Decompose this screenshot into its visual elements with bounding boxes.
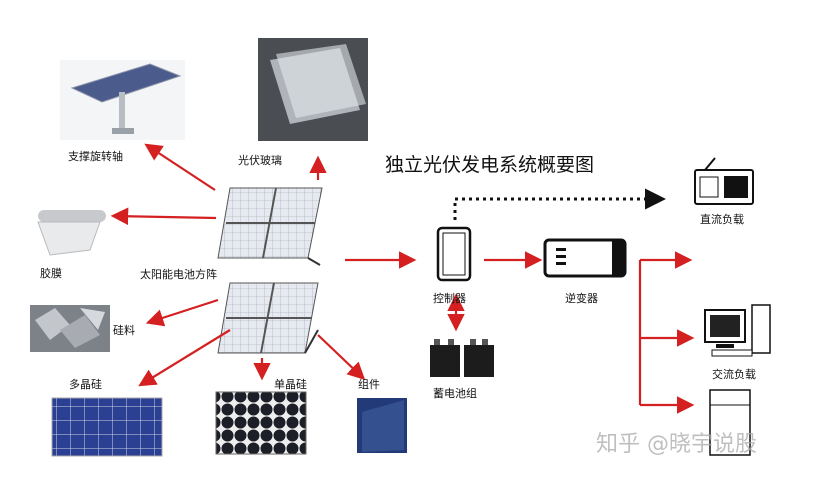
- radio-icon: [694, 157, 754, 205]
- battery-device: [430, 339, 494, 377]
- polysilicon-panel-image: [51, 397, 163, 457]
- label-module: 组件: [358, 378, 380, 391]
- label-dc-load: 直流负载: [700, 213, 744, 226]
- module-image: [357, 398, 407, 453]
- label-film: 胶膜: [40, 267, 62, 280]
- glass-image: [258, 38, 368, 141]
- inverter-device: [543, 238, 627, 278]
- label-battery: 蓄电池组: [433, 387, 477, 400]
- controller-device: [436, 226, 472, 282]
- label-inverter: 逆变器: [565, 292, 598, 305]
- diagram-title: 独立光伏发电系统概要图: [385, 154, 595, 176]
- appliance-icon: [709, 389, 751, 456]
- label-tracker: 支撑旋转轴: [68, 150, 123, 163]
- red-arrows: [110, 143, 695, 414]
- silicon-image: [30, 305, 110, 352]
- label-poly: 多晶硅: [69, 378, 102, 391]
- solar-array-top: [217, 187, 323, 266]
- solar-array-bottom: [217, 282, 319, 354]
- film-image: [30, 208, 110, 258]
- monosilicon-panel-image: [215, 391, 307, 455]
- watermark: 知乎 @晓宇说股: [596, 432, 757, 457]
- dc-dotted-arrow: [453, 188, 666, 220]
- tracker-image: [60, 60, 185, 140]
- computer-icon: [704, 304, 771, 357]
- label-mono: 单晶硅: [274, 378, 307, 391]
- label-silicon: 硅料: [113, 324, 135, 337]
- label-array: 太阳能电池方阵: [140, 268, 217, 281]
- label-glass: 光伏玻璃: [238, 154, 282, 167]
- label-controller: 控制器: [433, 292, 466, 305]
- label-ac-load: 交流负载: [712, 368, 756, 381]
